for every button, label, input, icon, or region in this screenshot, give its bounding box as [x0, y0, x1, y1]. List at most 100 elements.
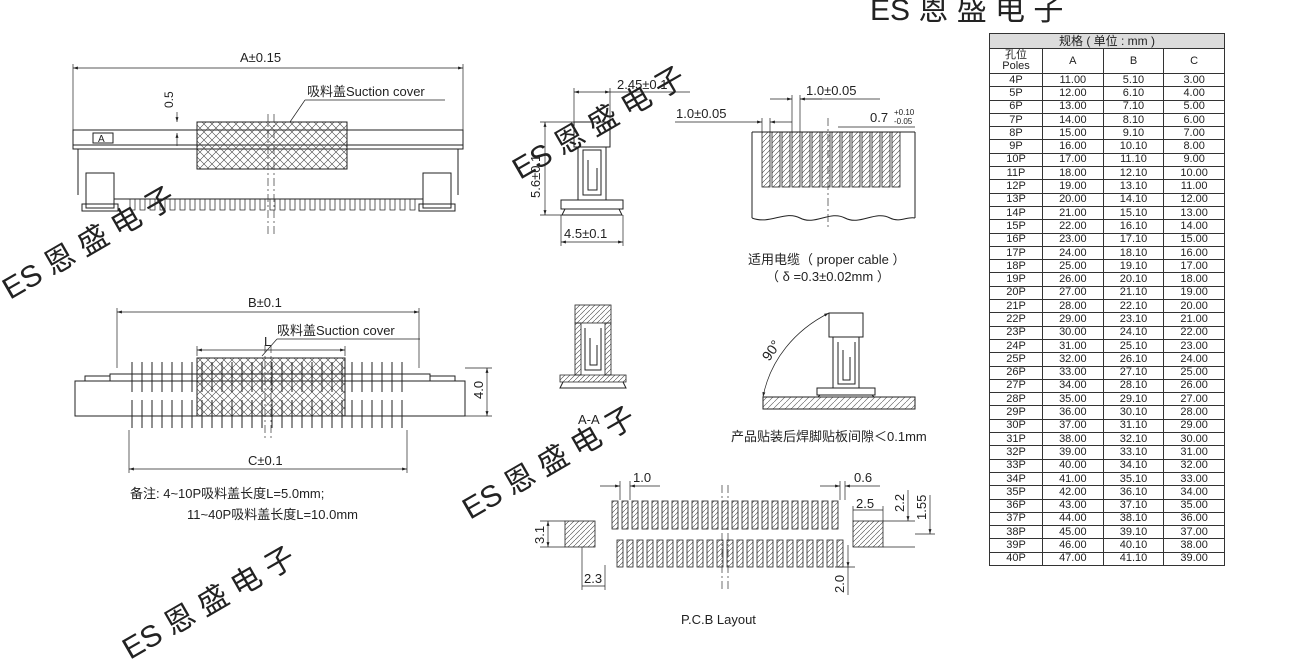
cell-c: 36.00: [1163, 511, 1225, 527]
cell-poles: 8P: [989, 126, 1043, 141]
pin: [209, 198, 216, 211]
cell-a: 25.00: [1042, 259, 1104, 274]
cell-poles: 40P: [989, 551, 1043, 566]
cell-a: 24.00: [1042, 245, 1104, 261]
cell-poles: 32P: [989, 445, 1043, 460]
pcb-pad: [636, 539, 644, 568]
pin: [169, 198, 176, 211]
watermark-group: ES 恩 盛 电 子 ES 恩 盛 电 子 ES 恩 盛 电 子 ES 恩 盛 …: [0, 0, 1063, 664]
cell-b: 9.10: [1102, 126, 1165, 141]
cell-a: 31.00: [1042, 338, 1104, 354]
cell-a: 30.00: [1042, 325, 1104, 340]
pcb-pad: [621, 500, 629, 530]
pcb-pad: [751, 500, 759, 530]
pin: [279, 198, 286, 211]
pcb-pad: [791, 500, 799, 530]
pcb-pad: [731, 500, 739, 530]
pin: [199, 198, 206, 211]
dim-b-label: B±0.1: [248, 295, 282, 310]
side-height-label: 5.6±0.1: [528, 155, 543, 198]
pcb-h3-label: 3.1: [532, 526, 547, 544]
cell-b: 32.10: [1102, 432, 1165, 447]
cell-c: 33.00: [1163, 471, 1225, 487]
cell-poles: 4P: [989, 72, 1043, 88]
cell-poles: 34P: [989, 471, 1043, 487]
cell-poles: 12P: [989, 179, 1043, 194]
cell-b: 27.10: [1102, 365, 1165, 380]
pcb-pad: [721, 500, 729, 530]
pin: [309, 198, 316, 211]
pcb-pad: [826, 539, 834, 568]
conductor: [801, 131, 811, 188]
cell-c: 13.00: [1163, 205, 1225, 221]
cell-a: 36.00: [1042, 405, 1104, 420]
front-height-label: 4.0: [471, 381, 486, 399]
cell-c: 14.00: [1163, 219, 1225, 234]
cell-b: 19.10: [1102, 259, 1165, 274]
pcb-pad: [656, 539, 664, 568]
conductor: [881, 131, 891, 188]
cell-b: 36.10: [1102, 485, 1165, 500]
cell-a: 12.00: [1042, 86, 1104, 101]
pcb-pad: [786, 539, 794, 568]
pcb-h1-label: 2.2: [892, 494, 907, 512]
pcb-pad: [816, 539, 824, 568]
cable-view: 1.0±0.05 1.0±0.05 0.7 +0.10 -0.05 适用电缆（ …: [675, 83, 916, 284]
pin: [249, 198, 256, 211]
pcb-b-label: 2.0: [832, 575, 847, 593]
cell-b: 13.10: [1102, 179, 1165, 194]
pcb-pad: [671, 500, 679, 530]
cell-a: 15.00: [1042, 126, 1104, 141]
cable-width-label: 1.0±0.05: [676, 106, 727, 121]
pin: [129, 198, 136, 211]
pcb-pad: [661, 500, 669, 530]
pcb-pad: [631, 500, 639, 530]
pcb-pad: [781, 500, 789, 530]
cell-c: 8.00: [1163, 139, 1225, 154]
spec-table-caption: 规格 ( 单位 : mm ): [989, 33, 1225, 49]
cell-poles: 15P: [989, 219, 1043, 234]
cell-b: 37.10: [1102, 498, 1165, 513]
pin: [239, 198, 246, 211]
cell-c: 26.00: [1163, 378, 1225, 394]
cable-caption-2: （ δ =0.3±0.02mm ）: [766, 269, 890, 284]
cell-a: 46.00: [1042, 538, 1104, 553]
angle-caption: 产品贴装后焊脚贴板间隙＜0.1mm: [731, 429, 927, 444]
side-width-bottom-label: 4.5±0.1: [564, 226, 607, 241]
cell-poles: 39P: [989, 538, 1043, 553]
cell-poles: 35P: [989, 485, 1043, 500]
watermark: ES 恩 盛 电 子: [870, 0, 1063, 27]
cell-a: 45.00: [1042, 525, 1104, 540]
pcb-pad: [761, 500, 769, 530]
cable-pitch-label: 1.0±0.05: [806, 83, 857, 98]
cell-poles: 26P: [989, 365, 1043, 380]
watermark: ES 恩 盛 电 子: [0, 181, 181, 306]
cell-c: 34.00: [1163, 485, 1225, 500]
pcb-pad: [766, 539, 774, 568]
cell-c: 19.00: [1163, 285, 1225, 301]
cell-b: 16.10: [1102, 219, 1165, 234]
cell-a: 41.00: [1042, 471, 1104, 487]
pcb-pad: [726, 539, 734, 568]
pcb-pad: [706, 539, 714, 568]
conductor: [861, 131, 871, 188]
pcb-pad: [756, 539, 764, 568]
pcb-pad-label: 0.6: [854, 470, 872, 485]
pcb-pad: [796, 539, 804, 568]
